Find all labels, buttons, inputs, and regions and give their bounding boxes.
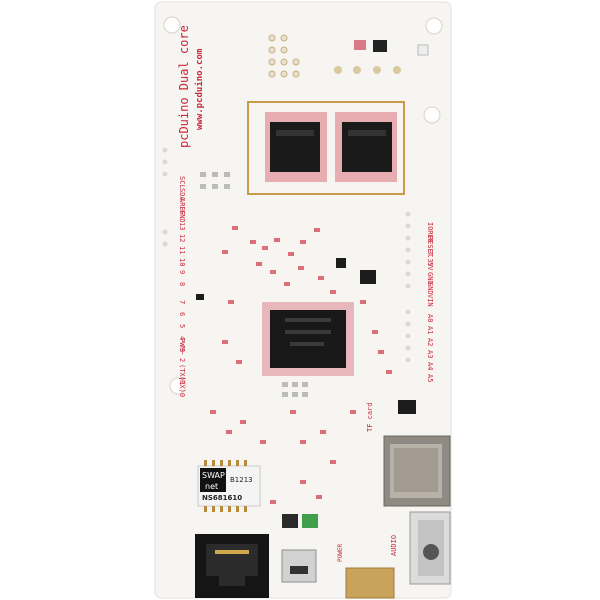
svg-text:AREF: AREF bbox=[178, 198, 186, 215]
main-soc-chip bbox=[262, 302, 354, 376]
svg-text:10: 10 bbox=[178, 258, 186, 266]
svg-text:SDA: SDA bbox=[178, 188, 186, 201]
transformer-pins bbox=[204, 460, 247, 512]
svg-text:11: 11 bbox=[178, 246, 186, 254]
fuse-component bbox=[302, 514, 318, 528]
top-pin-header bbox=[268, 34, 300, 78]
svg-text:A2: A2 bbox=[426, 338, 434, 346]
ethernet-transformer: SWAP net B1213 NS681610 bbox=[197, 465, 261, 507]
svg-text:GND: GND bbox=[426, 272, 434, 285]
svg-text:2: 2 bbox=[178, 358, 186, 362]
svg-text:A5: A5 bbox=[426, 374, 434, 382]
transformer-code: B1213 bbox=[230, 476, 253, 484]
svg-text:3: 3 bbox=[178, 348, 186, 352]
svg-text:IOREF: IOREF bbox=[426, 222, 434, 243]
svg-text:A3: A3 bbox=[426, 350, 434, 358]
usb-host-port bbox=[345, 567, 395, 599]
svg-text:A1: A1 bbox=[426, 326, 434, 334]
svg-text:GND: GND bbox=[426, 282, 434, 295]
svg-text:SCL: SCL bbox=[178, 176, 186, 189]
svg-text:8: 8 bbox=[178, 282, 186, 286]
svg-text:A4: A4 bbox=[426, 362, 434, 370]
svg-text:5V: 5V bbox=[426, 262, 434, 271]
svg-text:6: 6 bbox=[178, 312, 186, 316]
small-ic bbox=[398, 400, 416, 414]
svg-text:RESET: RESET bbox=[426, 236, 434, 258]
small-ic bbox=[360, 270, 376, 284]
brand-text: pcDuino Dual core bbox=[177, 25, 191, 148]
micro-usb-port bbox=[281, 549, 317, 583]
svg-text:(TX)1: (TX)1 bbox=[178, 364, 186, 385]
svg-text:4: 4 bbox=[178, 336, 186, 340]
top-pads-row bbox=[334, 66, 401, 74]
svg-text:GND: GND bbox=[178, 210, 186, 223]
small-ic bbox=[336, 258, 346, 268]
url-text: www.pcduino.com bbox=[194, 48, 205, 130]
svg-text:3.3V: 3.3V bbox=[426, 250, 434, 268]
audio-jack bbox=[409, 511, 451, 585]
grey-pads bbox=[200, 172, 308, 397]
ram-chip-right bbox=[335, 112, 397, 182]
transformer-brand: SWAP bbox=[202, 471, 225, 480]
top-ic bbox=[373, 40, 387, 52]
svg-text:13: 13 bbox=[178, 222, 186, 230]
mounting-holes bbox=[163, 16, 443, 395]
smd-components bbox=[210, 226, 392, 504]
svg-text:VIN: VIN bbox=[426, 294, 434, 307]
transformer-part: NS681610 bbox=[202, 494, 242, 502]
svg-text:7: 7 bbox=[178, 300, 186, 304]
ram-outline bbox=[247, 101, 405, 195]
left-header-labels: SCL SDA AREF GND 13 12 11 10 9 8 7 6 5 4… bbox=[178, 176, 186, 397]
transformer-brand-2: net bbox=[205, 482, 218, 491]
svg-text:9: 9 bbox=[178, 270, 186, 274]
svg-text:(RX)0: (RX)0 bbox=[178, 376, 186, 397]
ram-chip-left bbox=[265, 112, 327, 182]
svg-text:A0: A0 bbox=[426, 314, 434, 322]
svg-text:5: 5 bbox=[178, 324, 186, 328]
right-header-pads bbox=[405, 211, 411, 363]
tf-card-slot bbox=[383, 435, 451, 507]
audio-label: AUDIO bbox=[390, 535, 398, 556]
top-right-switch bbox=[417, 44, 429, 56]
pwm-label: PWM~ bbox=[178, 338, 186, 355]
power-label: POWER bbox=[337, 544, 344, 562]
ethernet-jack bbox=[195, 534, 269, 598]
right-header-labels: IOREF RESET 3.3V 5V GND GND VIN A0 A1 A2… bbox=[426, 222, 434, 382]
svg-text:12: 12 bbox=[178, 234, 186, 242]
left-header-pads bbox=[162, 147, 168, 247]
tf-card-label: TF card bbox=[366, 402, 374, 432]
inductor bbox=[282, 514, 298, 528]
small-ic bbox=[196, 294, 204, 300]
